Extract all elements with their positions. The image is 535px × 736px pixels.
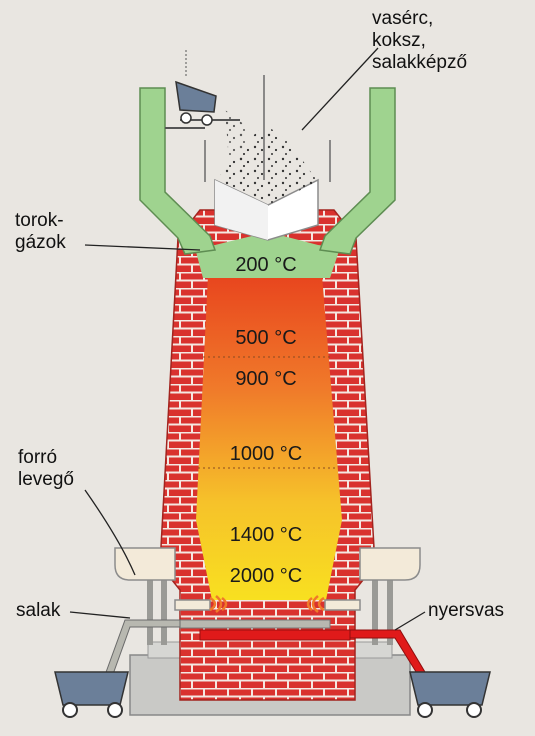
temp-900: 900 °C [235,368,297,390]
charge-label: vasérc, koksz, salakképző [372,8,468,73]
temp-500: 500 °C [235,327,297,349]
temp-200: 200 °C [235,254,297,276]
throat-walls-right [318,87,396,255]
temp-2000: 2000 °C [229,565,303,587]
gas-zone [195,232,340,278]
throat-walls [139,87,217,255]
slag-label: salak [16,600,61,621]
top-gas-label: torok- gázok [15,210,66,253]
iron-layer [199,629,351,641]
skip-car [165,50,240,129]
slag-layer [179,619,331,629]
pig-iron-label: nyersvas [428,600,505,621]
temp-1400: 1400 °C [229,524,303,546]
ore-pile [215,128,318,205]
leader-lines [69,47,426,631]
tuyere-flames [209,595,325,613]
zone-boundaries [198,356,336,469]
ore-stream [225,110,250,175]
hot-zone [196,275,342,600]
slag-ladle-car [54,671,129,718]
iron-ladle-car [409,671,491,718]
temp-1000: 1000 °C [229,443,303,465]
hot-air-pipes [114,547,421,611]
hot-air-label: forró levegő [18,447,74,490]
